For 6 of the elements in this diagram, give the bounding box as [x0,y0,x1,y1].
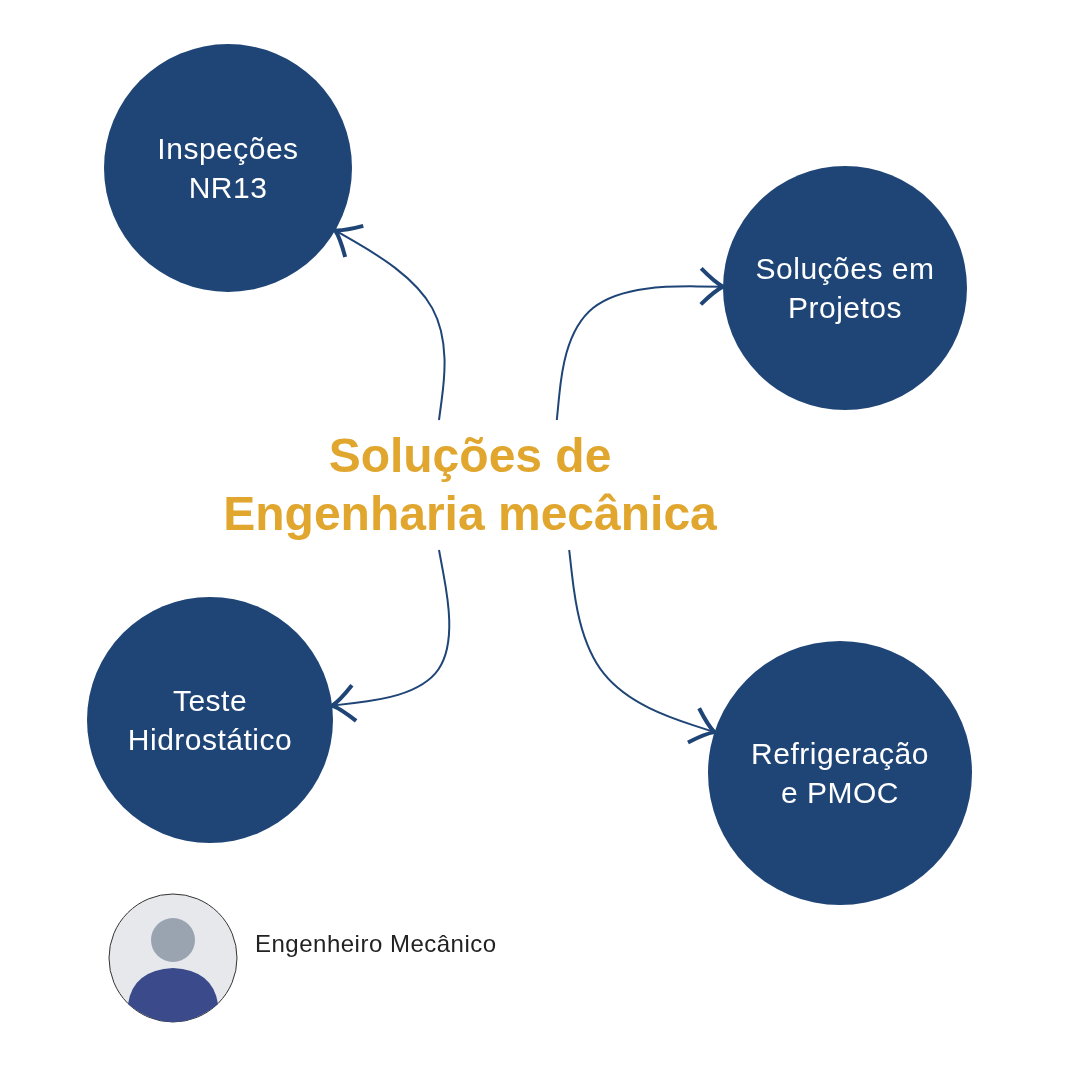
service-name: Inspeções NR13 [156,131,300,206]
central-topic-text: Soluções de Engenharia mecânica [222,428,718,542]
author-role: Engenheiro Mecânico [255,930,497,958]
service-name: Teste Hidrostático [126,683,294,758]
service-name: Refrigeração e PMOC [750,736,930,811]
service-name: Soluções em Projetos [754,251,936,326]
